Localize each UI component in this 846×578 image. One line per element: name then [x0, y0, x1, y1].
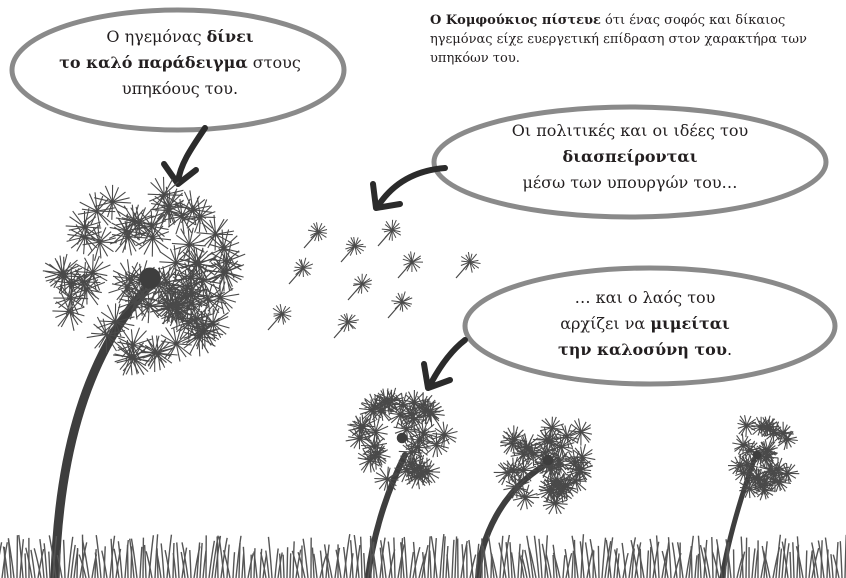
bubble-people-text: … και ο λαός του αρχίζει να μιμείται την… — [495, 285, 795, 363]
bubble-text: Ο ηγεμόνας — [106, 27, 207, 46]
bubble-text: . — [726, 340, 733, 359]
bubble-ruler-outline — [9, 7, 347, 133]
bubble-ruler-text: Ο ηγεμόνας δίνει το καλό παράδειγμα στου… — [30, 24, 330, 102]
bubble-bold: διασπείρονται — [562, 147, 698, 166]
bubble-bold: μιμείται — [650, 314, 730, 333]
bubble-text: μέσω των υπουργών του… — [522, 173, 738, 192]
bubble-policies-text: Οι πολιτικές και οι ιδέες του διασπείρον… — [470, 118, 790, 196]
bubble-people-outline — [462, 265, 838, 387]
bubble-bold: το καλό παράδειγμα — [59, 53, 248, 72]
intro-text: ότι ένας σοφός και δίκαιος ηγεμόνας είχε… — [430, 13, 807, 66]
arrow-icon — [421, 337, 468, 391]
arrow-icon — [161, 125, 208, 187]
bubble-text: Οι πολιτικές και οι ιδέες του — [511, 121, 749, 140]
intro-bold: Ο Κομφούκιος πίστευε — [430, 13, 601, 28]
intro-paragraph: Ο Κομφούκιος πίστευε ότι ένας σοφός και … — [430, 11, 830, 68]
bubble-bold: δίνει — [206, 27, 254, 46]
floating-seeds — [267, 219, 481, 339]
bubble-text: … και ο λαός του — [574, 288, 716, 307]
bubble-text: στους — [247, 53, 301, 72]
arrow-icon — [370, 165, 448, 211]
grass — [0, 534, 846, 578]
bubble-text: αρχίζει να — [560, 314, 651, 333]
bubble-text: υπηκόους του. — [121, 79, 239, 98]
dandelion-heads — [42, 176, 800, 515]
bubble-policies-outline — [431, 104, 829, 220]
bubble-bold: την καλοσύνη του — [557, 340, 727, 359]
